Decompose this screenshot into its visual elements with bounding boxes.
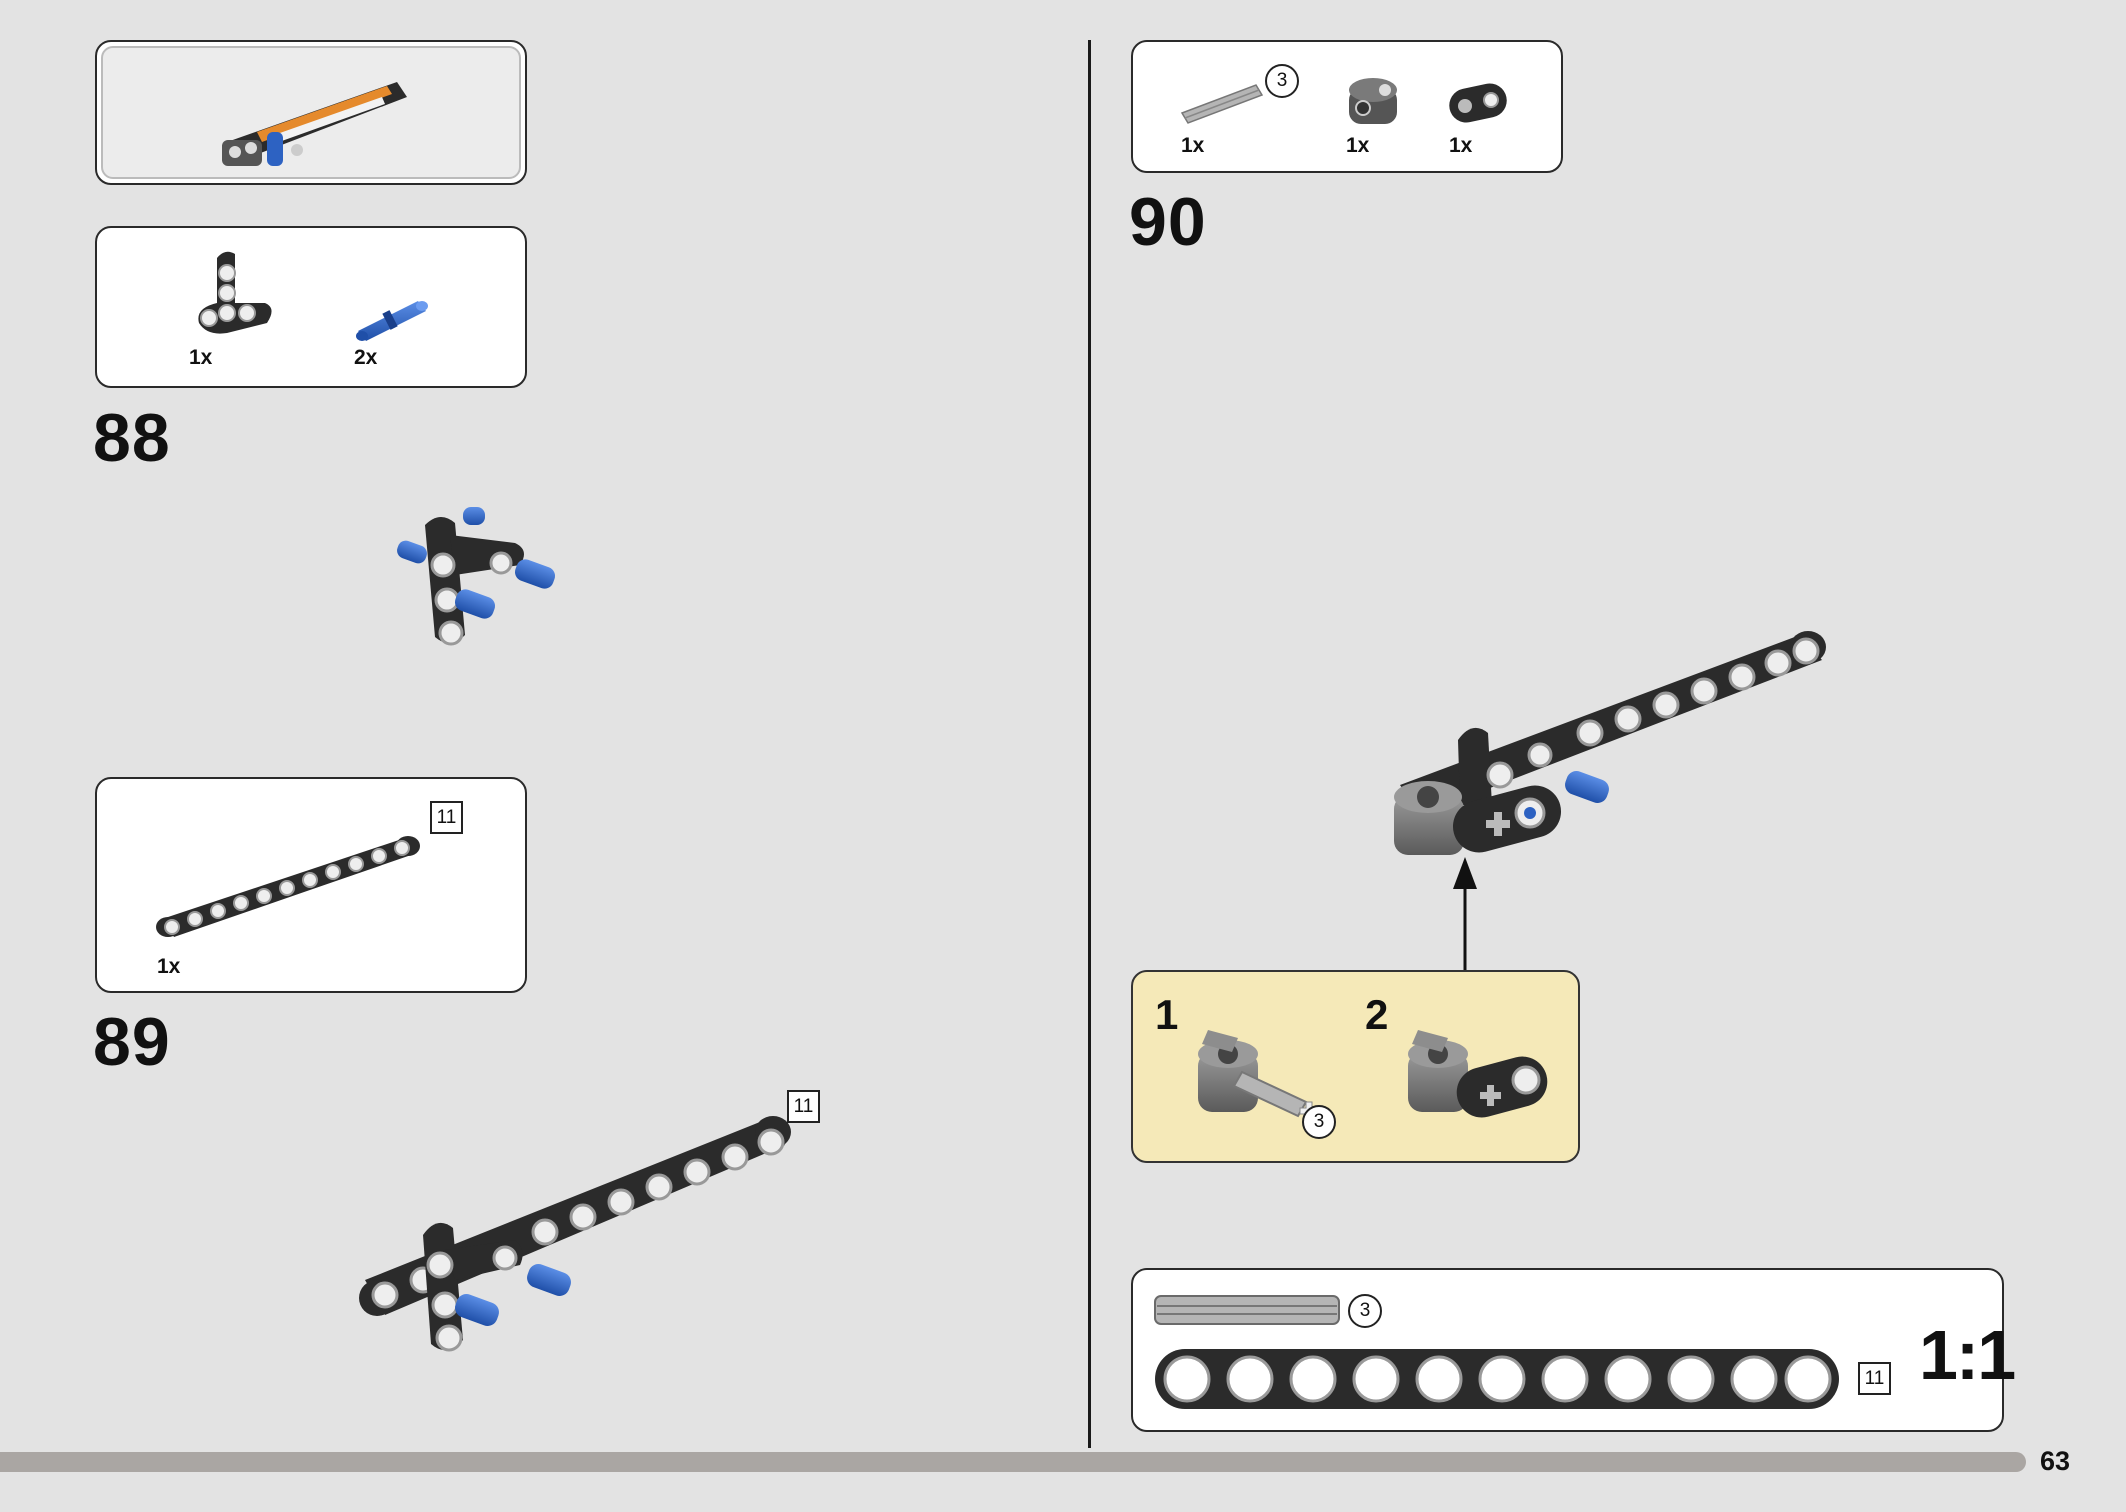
- page-number: 63: [2040, 1446, 2071, 1476]
- beam-11-icon: [156, 836, 420, 937]
- beam-11-ruler-icon: [1155, 1349, 1839, 1409]
- cross-block-icon: [1349, 78, 1397, 124]
- substep2-model-icon: [1408, 1030, 1548, 1118]
- step88-model-icon: [397, 507, 556, 646]
- blue-pin-icon: [356, 301, 428, 341]
- step90-model-icon: [1394, 631, 1826, 855]
- assembly-arrow-icon: [1453, 857, 1477, 973]
- axle-size-label: 3: [1348, 1294, 1382, 1328]
- size-label: 3: [1302, 1105, 1336, 1139]
- substep-number: 2: [1365, 991, 1389, 1038]
- step90-parts-box: 3 1x 1x 1x: [1131, 40, 1563, 173]
- scale-ratio: 1:1: [1919, 1316, 2016, 1394]
- page-divider: [1088, 40, 1091, 1448]
- step-number-88: 88: [93, 400, 171, 476]
- part-qty: 1x: [1181, 134, 1205, 157]
- size-label: 11: [430, 801, 463, 834]
- substep1-model-icon: [1198, 1030, 1319, 1121]
- model-size-label: 11: [787, 1090, 820, 1123]
- size-label: 3: [1265, 64, 1299, 98]
- substep-box: 1 3 2: [1131, 970, 1580, 1163]
- axle-3-icon: [1180, 84, 1264, 124]
- part-qty: 1x: [1346, 134, 1370, 157]
- beam-size-label: 11: [1858, 1362, 1891, 1395]
- substep-number: 1: [1155, 991, 1179, 1038]
- part-qty: 2x: [354, 346, 378, 369]
- step-number-89: 89: [93, 1004, 171, 1080]
- subassembly-callout: [95, 40, 527, 185]
- axle-3-ruler-icon: [1154, 1295, 1340, 1325]
- step89-model-icon: [359, 1116, 791, 1352]
- scale-ruler-box: 3 11 1:1: [1131, 1268, 2016, 1432]
- subassembly-model-icon: [222, 82, 407, 166]
- step-number-90: 90: [1129, 184, 1207, 260]
- part-qty: 1x: [157, 955, 181, 978]
- step89-parts-box: 11 1x: [95, 777, 527, 993]
- part-qty: 1x: [1449, 134, 1473, 157]
- t-beam-icon: [198, 251, 272, 334]
- part-qty: 1x: [189, 346, 213, 369]
- page-bar: [0, 1452, 2026, 1472]
- step88-parts-box: 1x 2x: [95, 226, 527, 388]
- axle-connector-icon: [1449, 83, 1507, 123]
